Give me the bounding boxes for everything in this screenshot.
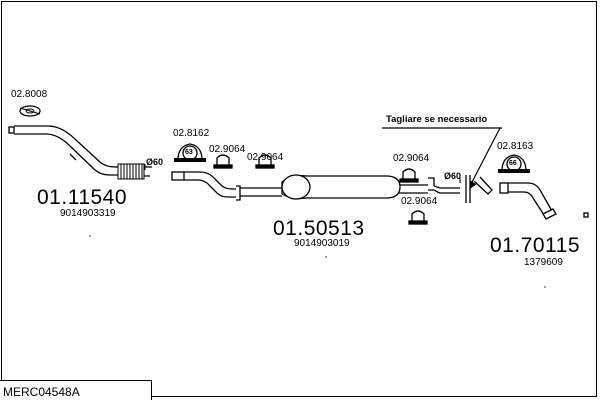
decor-dots bbox=[89, 235, 546, 288]
cut-marker bbox=[382, 127, 502, 190]
diameter-rear: Ø60 bbox=[444, 171, 462, 181]
rear-pipe-shape bbox=[473, 176, 589, 220]
silencer-code: 01.50513 bbox=[273, 217, 365, 240]
hanger-code-3: 02.9064 bbox=[393, 153, 430, 164]
hanger-code-1: 02.9064 bbox=[209, 144, 246, 155]
clamp-66-icon bbox=[498, 154, 530, 173]
clamp-63-icon bbox=[174, 143, 206, 162]
clamp-rear-size: 66 bbox=[509, 160, 517, 167]
clamp-front-size: 63 bbox=[185, 149, 193, 156]
silencer-number: 9014903019 bbox=[294, 238, 350, 249]
diameter-arrow bbox=[144, 164, 461, 183]
reference-code: MERC04548A bbox=[3, 385, 80, 399]
flex-pipe-section bbox=[117, 163, 152, 180]
rear-pipe-number: 1379609 bbox=[524, 257, 563, 268]
clamp-front-code: 02.8162 bbox=[173, 128, 210, 139]
rear-pipe-code: 01.70115 bbox=[490, 234, 581, 257]
hanger-code-2: 02.9064 bbox=[247, 152, 284, 163]
reference-box: MERC04548A bbox=[0, 380, 152, 400]
gasket-code: 02.8008 bbox=[11, 89, 48, 100]
gasket-icon bbox=[19, 105, 41, 117]
hanger-code-4: 02.9064 bbox=[401, 196, 438, 207]
front-pipe-shape bbox=[8, 125, 120, 176]
front-pipe-code: 01.11540 bbox=[37, 186, 128, 209]
hanger-icon bbox=[408, 210, 428, 225]
clamp-rear-code: 02.8163 bbox=[497, 141, 534, 152]
front-pipe-number: 9014903319 bbox=[60, 208, 116, 219]
middle-pipe-shape bbox=[171, 171, 471, 203]
silencer-shape bbox=[281, 174, 401, 200]
hanger-icon bbox=[399, 168, 419, 183]
cut-note: Tagliare se necessario bbox=[386, 114, 488, 125]
hanger-icon bbox=[213, 154, 233, 169]
hanger-icon bbox=[255, 154, 275, 169]
diameter-front: Ø60 bbox=[146, 157, 164, 167]
